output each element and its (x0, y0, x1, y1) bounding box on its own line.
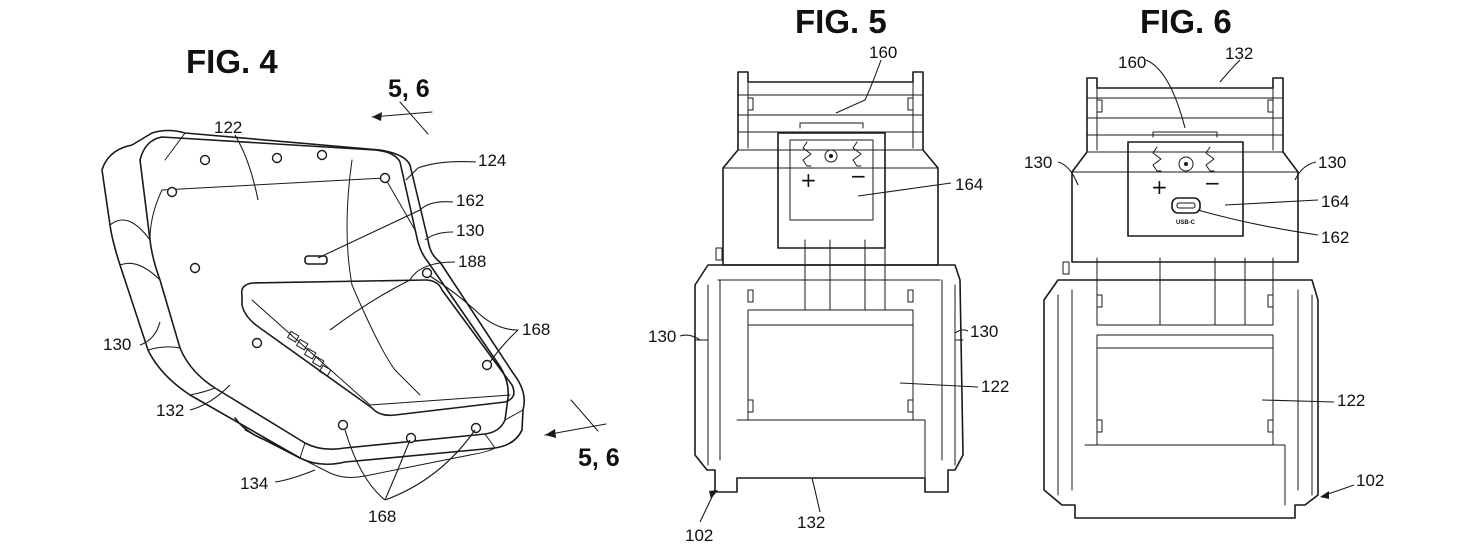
ref-122-fig4: 122 (214, 118, 242, 137)
fig4-section-label-top: 5, 6 (388, 75, 430, 103)
ref-102-fig5: 102 (685, 526, 713, 544)
ref-162-fig4: 162 (456, 191, 484, 210)
ref-132-fig5: 132 (797, 513, 825, 532)
figure-4: FIG. 4 5, 6 5, 6 (101, 43, 620, 526)
ref-168-fig4-right: 168 (522, 320, 550, 339)
section-arrow-bottom (544, 399, 607, 438)
fig5-plus-symbol: + (800, 168, 817, 192)
battery-pack-front-view: + − (694, 71, 964, 493)
ref-164-fig6: 164 (1321, 192, 1349, 211)
ref-122-fig5: 122 (981, 377, 1009, 396)
fig6-plus-symbol: + (1151, 175, 1168, 199)
figure-6: FIG. 6 + − USB-C (1024, 3, 1384, 519)
fig5-title: FIG. 5 (795, 3, 887, 40)
ref-130-fig5-left: 130 (648, 327, 676, 346)
battery-pack-isometric (101, 129, 526, 478)
ref-124-fig4: 124 (478, 151, 506, 170)
fastener-screws (166, 149, 493, 444)
ref-130-fig6-left: 130 (1024, 153, 1052, 172)
ref-160-fig6: 160 (1118, 53, 1146, 72)
fig6-port-label: USB-C (1176, 220, 1196, 226)
ref-102-fig6: 102 (1356, 471, 1384, 490)
fig5-minus-symbol: − (850, 164, 867, 188)
ref-130-fig6-right: 130 (1318, 153, 1346, 172)
usb-c-port-icon (304, 255, 328, 265)
ref-132-fig4: 132 (156, 401, 184, 420)
ref-122-fig6: 122 (1337, 391, 1365, 410)
section-arrow-top (371, 101, 433, 135)
ref-130-fig4-left: 130 (103, 335, 131, 354)
figure-5: FIG. 5 + − (648, 3, 1009, 544)
ref-130-fig4-right: 130 (456, 221, 484, 240)
fuel-gauge-indicator (287, 330, 332, 377)
ref-132-fig6: 132 (1225, 44, 1253, 63)
ref-168-fig4-bottom: 168 (368, 507, 396, 526)
ref-162-fig6: 162 (1321, 228, 1349, 247)
fig4-section-label-bottom: 5, 6 (578, 444, 620, 472)
ref-134-fig4: 134 (240, 474, 268, 493)
battery-pack-front-view-usb: + − USB-C (1043, 77, 1319, 519)
ref-164-fig5: 164 (955, 175, 983, 194)
usb-c-port-icon (1171, 197, 1201, 214)
fig4-title: FIG. 4 (186, 43, 278, 80)
ref-130-fig5-right: 130 (970, 322, 998, 341)
ref-160-fig5: 160 (869, 43, 897, 62)
ref-188-fig4: 188 (458, 252, 486, 271)
fig6-title: FIG. 6 (1140, 3, 1232, 40)
fig6-minus-symbol: − (1204, 171, 1221, 195)
